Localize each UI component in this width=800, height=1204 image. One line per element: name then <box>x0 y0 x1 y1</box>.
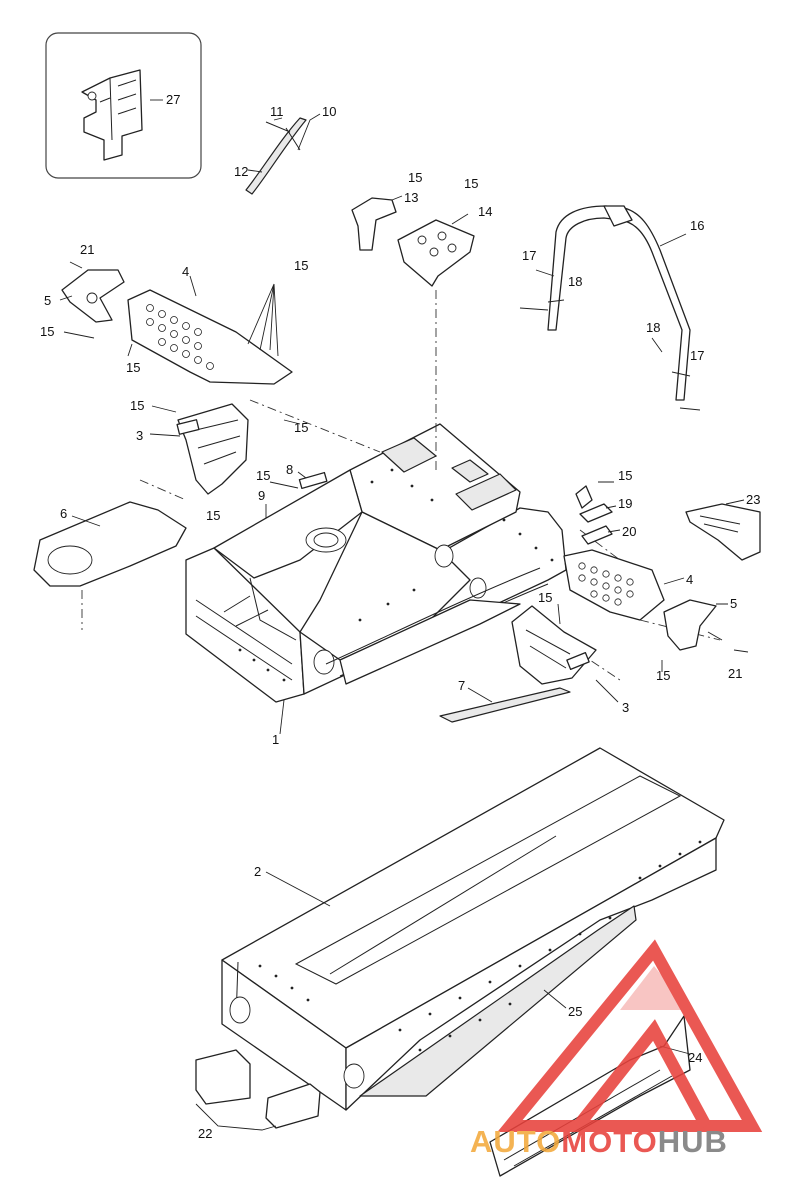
footrest-part-4-left <box>127 275 293 385</box>
bracket-part-5-left <box>59 261 133 357</box>
callout-15-b: 15 <box>464 176 478 191</box>
svg-text:AUTOMOTOHUB: AUTOMOTOHUB <box>470 1124 728 1159</box>
callout-5-a: 5 <box>44 293 51 308</box>
callout-24: 24 <box>688 1050 702 1065</box>
callout-11: 11 <box>270 104 284 119</box>
callout-15-h: 15 <box>256 468 270 483</box>
watermark-moto: MOTO <box>561 1124 657 1159</box>
bracket-part-14 <box>397 213 475 287</box>
callout-27: 27 <box>166 92 180 107</box>
callout-19: 19 <box>618 496 632 511</box>
bracket-part-3-right <box>511 603 663 703</box>
plates-part-22 <box>195 1049 321 1131</box>
bracket-part-5-right <box>663 599 749 653</box>
callout-16: 16 <box>690 218 704 233</box>
callout-2: 2 <box>254 864 261 879</box>
callout-17-b: 17 <box>690 348 704 363</box>
main-frame-part-1 <box>185 423 567 735</box>
callout-22: 22 <box>198 1126 212 1141</box>
callout-15-a: 15 <box>408 170 422 185</box>
callout-3-a: 3 <box>136 428 143 443</box>
bracket-part-23 <box>685 499 761 561</box>
callout-1: 1 <box>272 732 279 747</box>
tunnel-part-2 <box>221 747 725 1111</box>
callout-7: 7 <box>458 678 465 693</box>
callout-3-b: 3 <box>622 700 629 715</box>
strap-parts-19-20 <box>575 481 621 545</box>
bracket-part-3-left <box>149 403 301 495</box>
callout-labels: 27 11 10 12 15 15 13 14 16 21 17 15 4 18… <box>40 92 760 1141</box>
callout-10: 10 <box>322 104 336 119</box>
callout-13: 13 <box>404 190 418 205</box>
callout-23: 23 <box>746 492 760 507</box>
watermark-hub: HUB <box>658 1124 728 1159</box>
watermark-logo: AUTOMOTOHUB <box>470 939 763 1159</box>
callout-15-l: 15 <box>656 668 670 683</box>
callout-15-i: 15 <box>618 468 632 483</box>
callout-9: 9 <box>258 488 265 503</box>
callout-15-e: 15 <box>126 360 140 375</box>
heat-shield-part-6 <box>33 501 187 630</box>
callout-21-a: 21 <box>80 242 94 257</box>
footrest-part-4-right <box>563 549 685 621</box>
inset-box-part-27 <box>45 32 202 179</box>
callout-5-b: 5 <box>730 596 737 611</box>
callout-17-a: 17 <box>522 248 536 263</box>
callout-15-f: 15 <box>130 398 144 413</box>
callout-15-d: 15 <box>40 324 54 339</box>
callout-15-k: 15 <box>538 590 552 605</box>
trim-piece-part-7 <box>439 687 571 723</box>
callout-15-g: 15 <box>294 420 308 435</box>
callout-18-a: 18 <box>568 274 582 289</box>
callout-6: 6 <box>60 506 67 521</box>
callout-4-b: 4 <box>686 572 693 587</box>
callout-14: 14 <box>478 204 492 219</box>
pin-part-8 <box>269 471 328 490</box>
callout-25: 25 <box>568 1004 582 1019</box>
callout-12: 12 <box>234 164 248 179</box>
grab-handle-part-16 <box>519 205 701 411</box>
bracket-part-13 <box>351 195 403 251</box>
callout-21-b: 21 <box>728 666 742 681</box>
callout-4-a: 4 <box>182 264 189 279</box>
callout-18-b: 18 <box>646 320 660 335</box>
trim-strip-part-12 <box>245 113 321 195</box>
callout-15-j: 15 <box>206 508 220 523</box>
watermark-auto: AUTO <box>470 1124 561 1159</box>
callout-20: 20 <box>622 524 636 539</box>
callout-15-c: 15 <box>294 258 308 273</box>
callout-8: 8 <box>286 462 293 477</box>
